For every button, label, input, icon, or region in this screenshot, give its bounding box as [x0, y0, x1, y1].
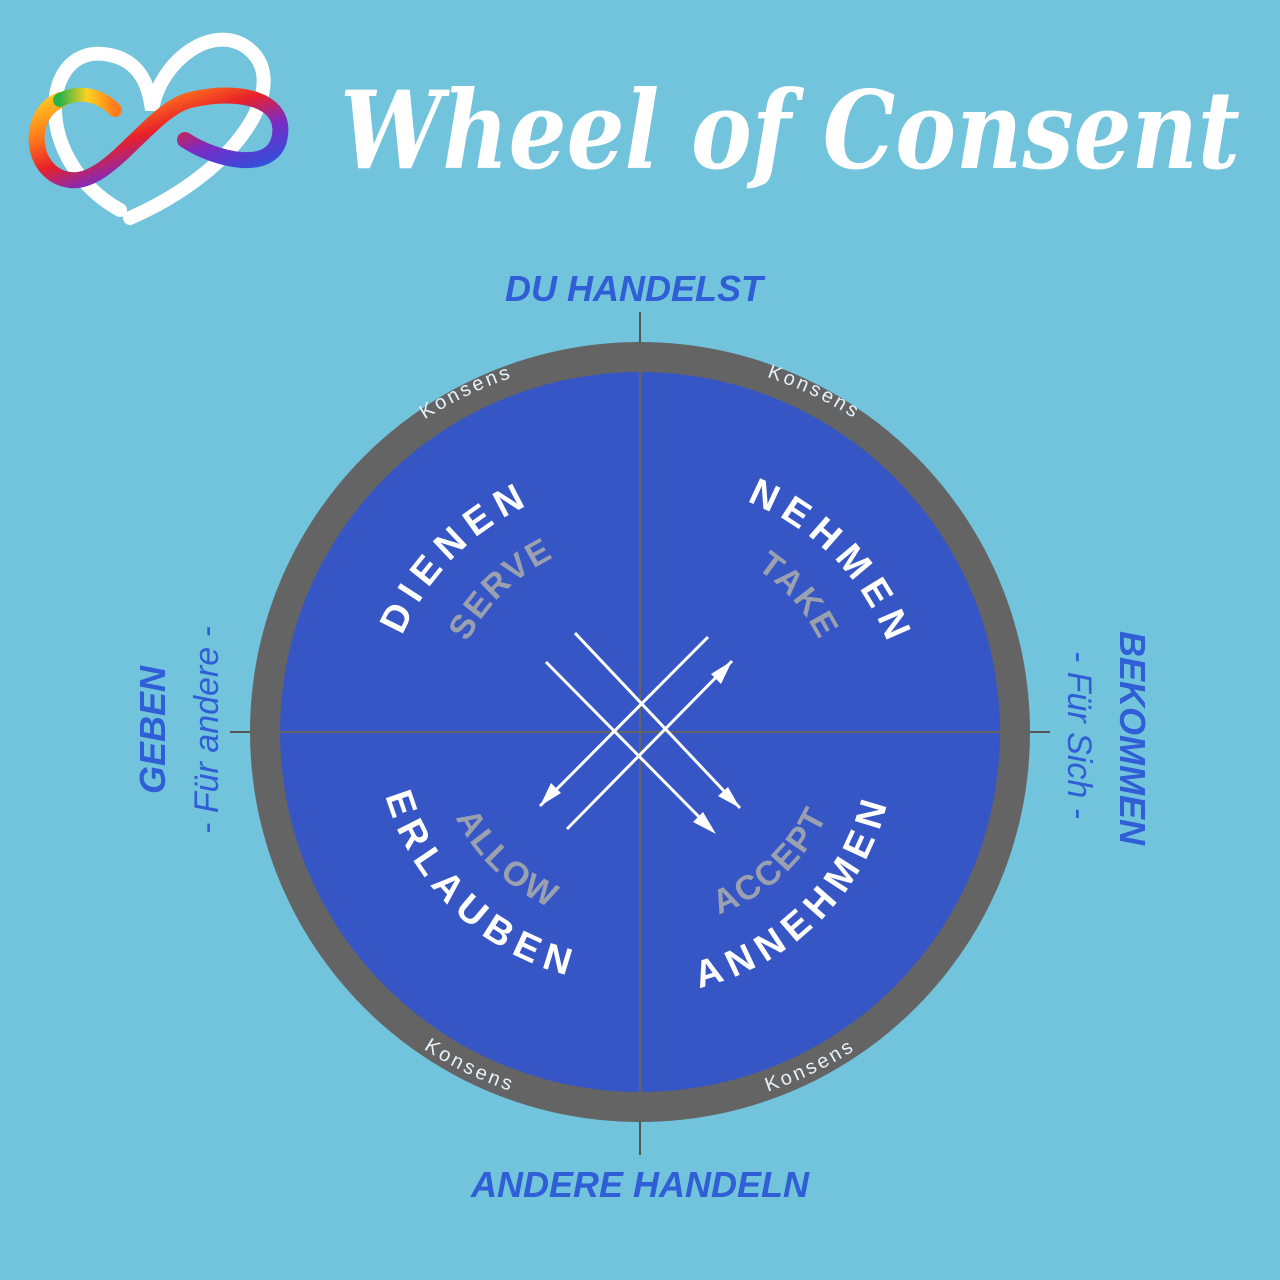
- logo: [28, 32, 289, 225]
- arrow-head-allow: [540, 783, 561, 806]
- bottom-axis-label: ANDERE HANDELN: [470, 1164, 810, 1205]
- right-axis-label: BEKOMMEN: [1112, 631, 1153, 846]
- arrow-serve-to-accept-2: [544, 660, 714, 832]
- top-axis-label: DU HANDELST: [505, 268, 766, 309]
- arrow-head-accept-2: [693, 812, 716, 834]
- arrow-allow-to-take: [565, 659, 734, 831]
- left-axis-label: GEBEN: [132, 665, 173, 794]
- left-axis-sublabel: - Für andere -: [188, 626, 226, 834]
- page-title: Wheel of Consent: [340, 68, 1240, 194]
- right-axis-sublabel: - Für Sich -: [1060, 651, 1098, 819]
- arrow-serve-to-accept: [573, 631, 742, 810]
- arrow-head-accept: [718, 787, 740, 808]
- arrow-allow-to-take-2: [538, 635, 710, 808]
- arrow-head-take: [711, 661, 732, 684]
- center-arrows: [538, 631, 742, 834]
